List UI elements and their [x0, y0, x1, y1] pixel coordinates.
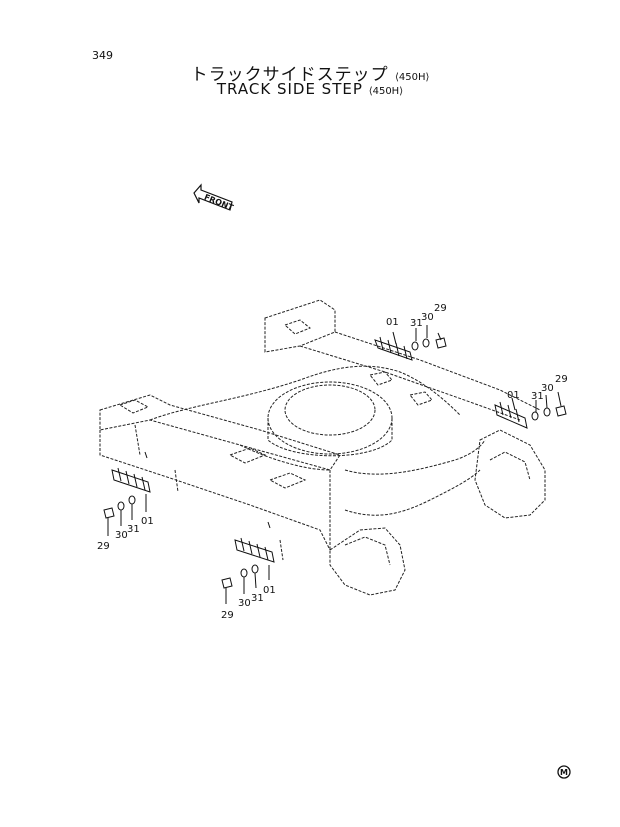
callout-rear-right-01: 01	[386, 317, 399, 328]
title-jp-text: トラックサイドステップ	[190, 65, 389, 85]
callout-left-rear-31: 31	[251, 593, 264, 604]
callout-left-rear-30: 30	[238, 598, 251, 609]
page-number: 349	[92, 49, 113, 62]
step-assembly-rear-right	[374, 325, 447, 361]
corner-mark-letter: M	[560, 768, 568, 777]
callout-rear-right-29: 29	[434, 303, 447, 314]
callout-left-rear-01: 01	[263, 585, 276, 596]
callout-left-front-31: 31	[127, 524, 140, 535]
manufacturer-mark-icon: M	[557, 765, 571, 779]
callout-rear-right-30: 30	[421, 312, 434, 323]
callout-mid-right-29: 29	[555, 374, 568, 385]
track-frame-drawing	[99, 299, 546, 596]
front-label: FRONT	[203, 193, 235, 213]
callout-mid-right-31: 31	[531, 391, 544, 402]
model-code-en: ⟨450H⟩	[368, 86, 404, 97]
step-assembly-left-front	[103, 467, 151, 536]
title-en-text: TRACK SIDE STEP	[216, 80, 363, 98]
callout-left-rear-29: 29	[221, 610, 234, 621]
callout-left-front-30: 30	[115, 530, 128, 541]
step-assembly-mid-right	[494, 391, 567, 429]
callout-mid-right-01: 01	[507, 390, 520, 401]
page-title-japanese: トラックサイドステップ ⟨450H⟩	[0, 60, 620, 85]
frame-marks	[144, 451, 271, 529]
callout-left-front-29: 29	[97, 541, 110, 552]
model-code-jp: ⟨450H⟩	[394, 72, 430, 83]
callout-left-front-01: 01	[141, 516, 154, 527]
step-assembly-left-rear	[221, 537, 275, 604]
callout-rear-right-31: 31	[410, 318, 423, 329]
page-title-english: TRACK SIDE STEP ⟨450H⟩	[0, 80, 620, 98]
callout-mid-right-30: 30	[541, 383, 554, 394]
front-arrow-icon: FRONT	[193, 183, 235, 213]
